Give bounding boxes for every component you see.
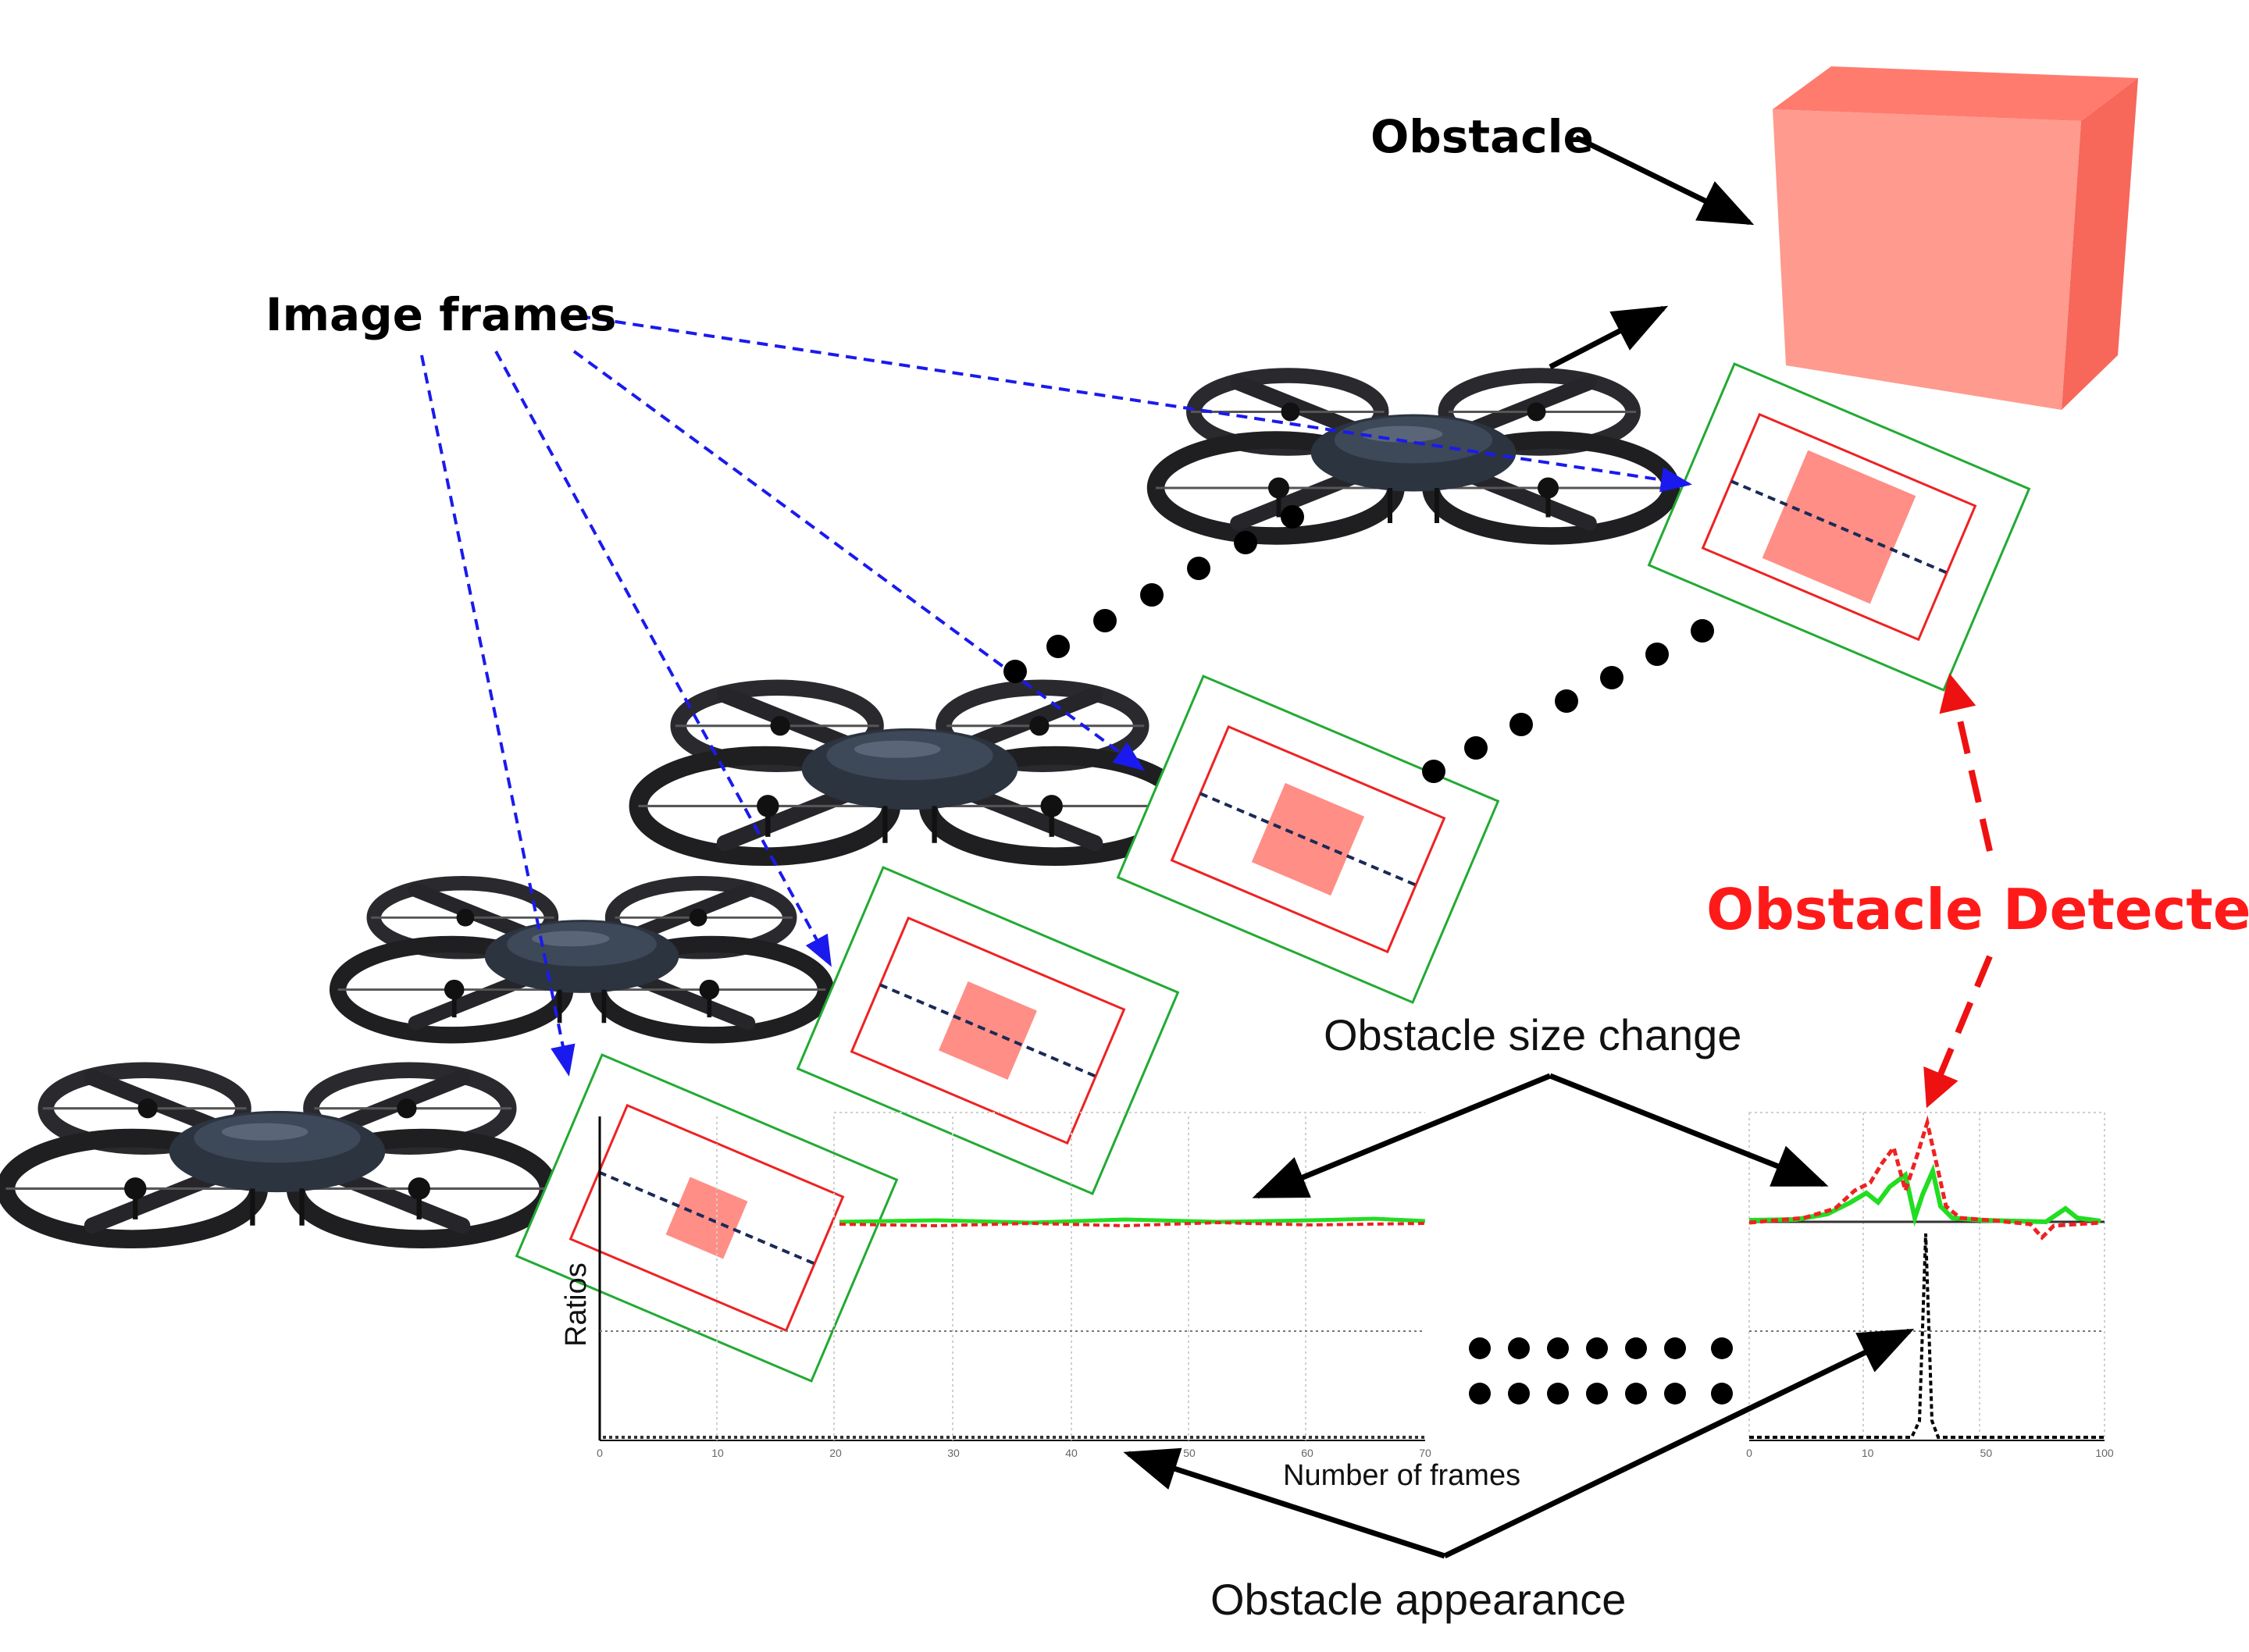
image-frame-guides	[420, 315, 1692, 1077]
x-tick-label: 50	[1980, 1447, 1993, 1459]
quadcopter-drone-icon	[338, 883, 826, 1035]
chart-left: 0 10 20 30 40 50 60 70	[597, 1112, 1431, 1459]
sequence-dots-lower	[1422, 619, 1714, 783]
x-tick-label: 60	[1301, 1447, 1313, 1459]
x-tick-label: 40	[1065, 1447, 1078, 1459]
drone-4	[1156, 376, 1671, 536]
image-frames-label: Image frames	[266, 288, 616, 341]
drone-2	[338, 883, 826, 1035]
x-tick-label: 10	[1862, 1447, 1874, 1459]
flight-direction-arrow	[1549, 305, 1669, 370]
x-tick-label: 10	[711, 1447, 724, 1459]
detection-link-arrow	[1923, 673, 1993, 1109]
image-frame-1	[515, 1053, 899, 1383]
image-frame-3	[1116, 675, 1500, 1004]
x-tick-label: 70	[1419, 1447, 1431, 1459]
x-tick-label: 30	[947, 1447, 960, 1459]
x-axis-label: Number of frames	[1283, 1459, 1520, 1492]
x-tick-label: 0	[1746, 1447, 1752, 1459]
quadcopter-drone-icon	[5, 1070, 548, 1239]
quadcopter-drone-icon	[1156, 376, 1671, 536]
x-tick-label: 0	[597, 1447, 603, 1459]
drone-3	[638, 688, 1181, 856]
obstacle-cube-icon	[1773, 66, 2138, 410]
drone-1	[5, 1070, 548, 1239]
obstacle-detected-label: Obstacle Detected	[1706, 877, 2249, 942]
chart-right: 0 10 50 100	[1746, 1112, 2114, 1459]
x-tick-label: 50	[1183, 1447, 1196, 1459]
quadcopter-drone-icon	[638, 688, 1181, 856]
image-frame-2	[796, 866, 1180, 1195]
annotation-arrows	[1123, 134, 1915, 1559]
y-axis-label: Ratios	[560, 1262, 593, 1347]
obstacle-appearance-label: Obstacle appearance	[1210, 1575, 1626, 1624]
chart-gap-dots	[1469, 1337, 1733, 1405]
obstacle-label: Obstacle	[1370, 110, 1594, 163]
x-tick-label: 20	[829, 1447, 842, 1459]
image-frame-4	[1647, 362, 2031, 692]
x-tick-label: 100	[2095, 1447, 2114, 1459]
obstacle-size-change-label: Obstacle size change	[1324, 1010, 1741, 1059]
sequence-dots-upper	[1003, 505, 1304, 683]
